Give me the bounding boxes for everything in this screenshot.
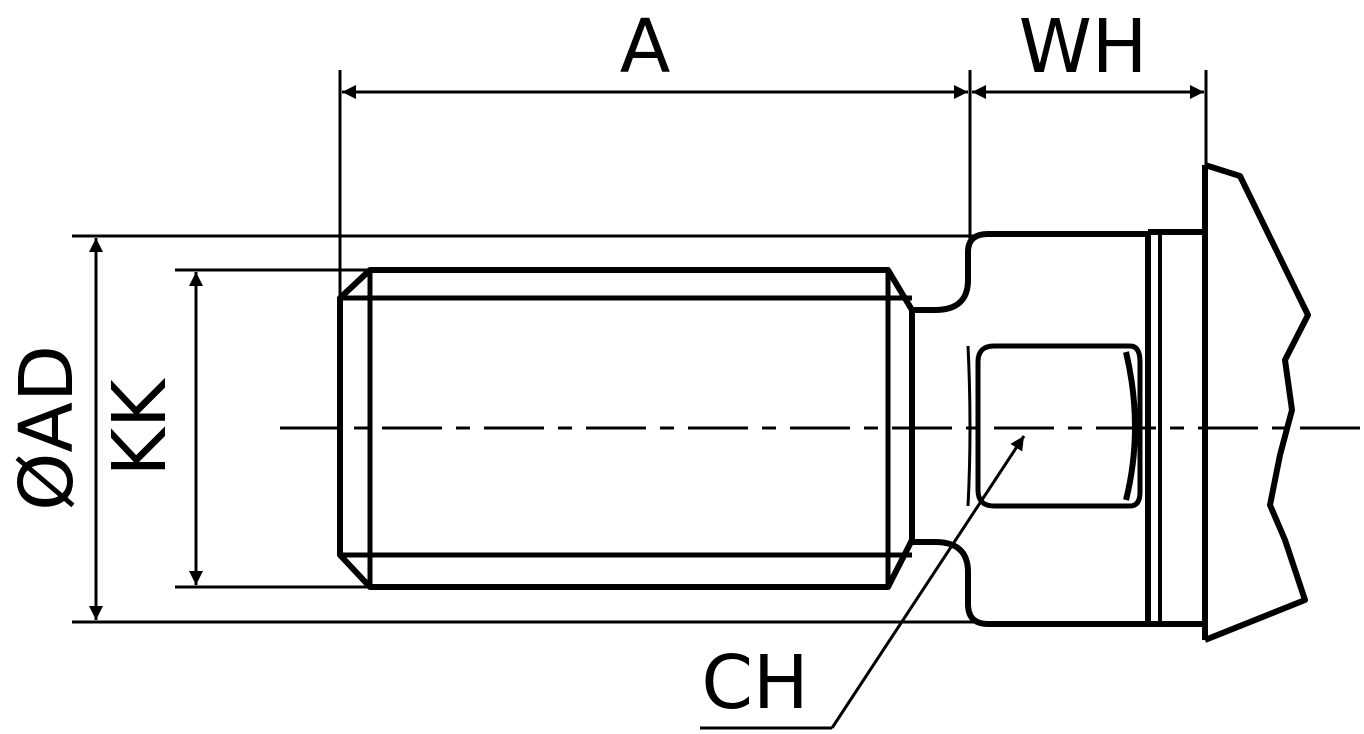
label-ch: CH: [701, 640, 808, 726]
label-a: A: [620, 4, 671, 90]
label-ad: ØAD: [4, 345, 90, 511]
extension-lines: [72, 70, 1208, 624]
wrench-flat-collar: [912, 231, 1151, 627]
label-kk: KK: [97, 377, 183, 477]
label-wh: WH: [1019, 4, 1148, 90]
threaded-stud: [337, 267, 915, 590]
ch-leader: [700, 435, 1026, 730]
piston-rod-section: [1148, 162, 1311, 643]
